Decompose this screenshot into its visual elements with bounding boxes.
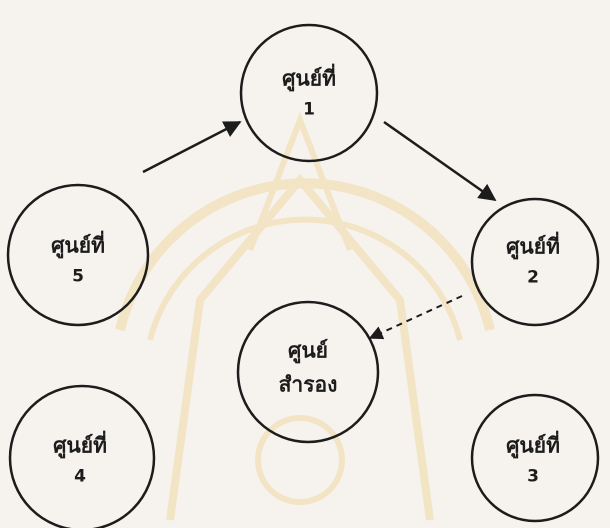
edge-c1-to-c2 (383, 120, 497, 202)
node-c5: ศูนย์ที่ 5 (51, 230, 105, 291)
node-circle-c3 (470, 393, 600, 523)
node-c4-number: 4 (74, 466, 86, 487)
node-backup-label: ศูนย์ (287, 338, 328, 363)
node-circle-c2 (470, 197, 600, 327)
node-c5-label: ศูนย์ที่ (51, 233, 105, 258)
node-circle-c4 (8, 384, 156, 528)
node-c1-label: ศูนย์ที่ (282, 66, 336, 91)
node-c4: ศูนย์ที่ 4 (53, 430, 107, 491)
edge-c5-to-c1 (142, 120, 242, 174)
node-backup: ศูนย์ สำรอง (279, 334, 338, 401)
node-c3: ศูนย์ที่ 3 (506, 430, 560, 491)
node-c1-number: 1 (303, 99, 315, 120)
node-backup-sublabel: สำรอง (278, 372, 338, 396)
node-c2-label: ศูนย์ที่ (506, 234, 560, 259)
node-c3-label: ศูนย์ที่ (506, 433, 560, 458)
node-circle-c1 (239, 23, 379, 163)
edge-c2-to-backup (368, 295, 463, 340)
node-circle-c5 (6, 183, 150, 327)
node-c1: ศูนย์ที่ 1 (282, 63, 336, 124)
node-c3-number: 3 (527, 466, 539, 487)
node-c4-label: ศูนย์ที่ (53, 433, 107, 458)
node-circle-backup (236, 300, 380, 444)
node-c2: ศูนย์ที่ 2 (506, 231, 560, 292)
node-c2-number: 2 (527, 267, 539, 288)
node-c5-number: 5 (72, 266, 84, 287)
